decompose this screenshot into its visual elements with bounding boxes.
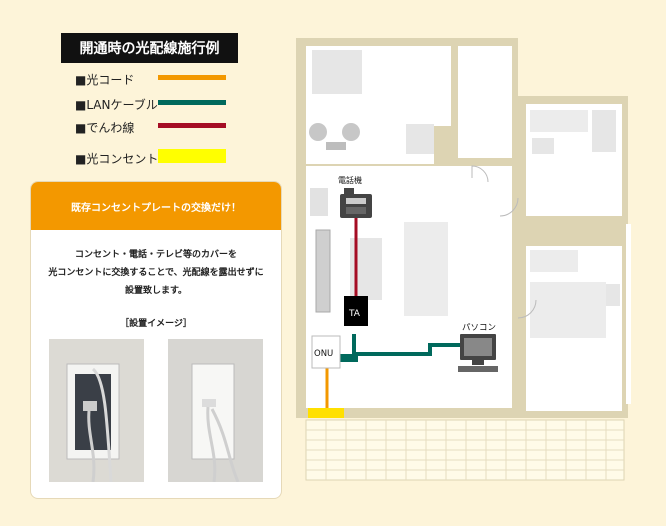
furniture bbox=[532, 138, 554, 154]
photo-after bbox=[168, 339, 263, 483]
legend-label: ■光コンセント bbox=[75, 152, 159, 166]
legend-swatch bbox=[158, 149, 226, 163]
furniture bbox=[310, 188, 328, 216]
balcony-grid bbox=[306, 420, 624, 480]
panel-header: 既存コンセントプレートの交換だけ！ bbox=[31, 182, 281, 230]
bed bbox=[530, 282, 606, 338]
stool bbox=[309, 123, 327, 141]
legend-item-phone-line: ■でんわ線 bbox=[70, 118, 290, 136]
furniture bbox=[530, 250, 578, 272]
legend-swatch bbox=[158, 75, 226, 80]
optical-outlet bbox=[308, 408, 344, 418]
panel-description: コンセント・電話・テレビ等のカバーを 光コンセントに交換することで、光配線を露出… bbox=[31, 246, 281, 300]
legend-label: ■でんわ線 bbox=[75, 121, 135, 135]
furniture bbox=[592, 110, 616, 152]
panel-line: 光コンセントに交換することで、光配線を露出せずに bbox=[48, 268, 264, 278]
floor-plan: 電話機 TA ONU パソコン bbox=[296, 38, 631, 481]
ta-device bbox=[344, 296, 368, 326]
legend-swatch bbox=[158, 100, 226, 105]
phone-label: 電話機 bbox=[338, 175, 362, 185]
panel-line: 設置致します。 bbox=[124, 286, 188, 296]
door bbox=[471, 165, 489, 183]
door bbox=[499, 197, 519, 217]
stool bbox=[342, 123, 360, 141]
furniture bbox=[326, 142, 346, 150]
room bbox=[458, 46, 512, 158]
door bbox=[517, 299, 537, 319]
photo-caption: ［設置イメージ］ bbox=[120, 319, 192, 329]
legend-swatch bbox=[158, 123, 226, 128]
furniture bbox=[606, 284, 620, 306]
info-panel: 既存コンセントプレートの交換だけ！ コンセント・電話・テレビ等のカバーを 光コン… bbox=[30, 181, 282, 499]
pc-label: パソコン bbox=[462, 323, 496, 333]
legend-label: ■LANケーブル bbox=[75, 98, 158, 112]
photo-before bbox=[49, 339, 144, 483]
phone-icon bbox=[340, 188, 372, 218]
onu-label: ONU bbox=[314, 349, 333, 359]
window bbox=[626, 224, 631, 404]
lan-cable-pc bbox=[339, 343, 460, 362]
sofa bbox=[404, 222, 448, 316]
furniture bbox=[406, 124, 434, 154]
computer-icon bbox=[458, 334, 498, 372]
furniture bbox=[530, 110, 588, 132]
onu-device bbox=[311, 335, 341, 369]
panel-line: コンセント・電話・テレビ等のカバーを bbox=[74, 250, 237, 260]
legend-item-optical-cord: ■光コード bbox=[70, 70, 290, 88]
diagram-title: 開通時の光配線施行例 bbox=[61, 33, 238, 63]
legend-label: ■光コード bbox=[75, 73, 135, 87]
ta-label: TA bbox=[348, 309, 361, 319]
furniture bbox=[315, 229, 331, 313]
legend-item-optical-outlet: ■光コンセント bbox=[70, 149, 290, 167]
furniture bbox=[312, 50, 362, 94]
wall bbox=[518, 224, 628, 238]
legend-item-lan-cable: ■LANケーブル bbox=[70, 95, 290, 113]
